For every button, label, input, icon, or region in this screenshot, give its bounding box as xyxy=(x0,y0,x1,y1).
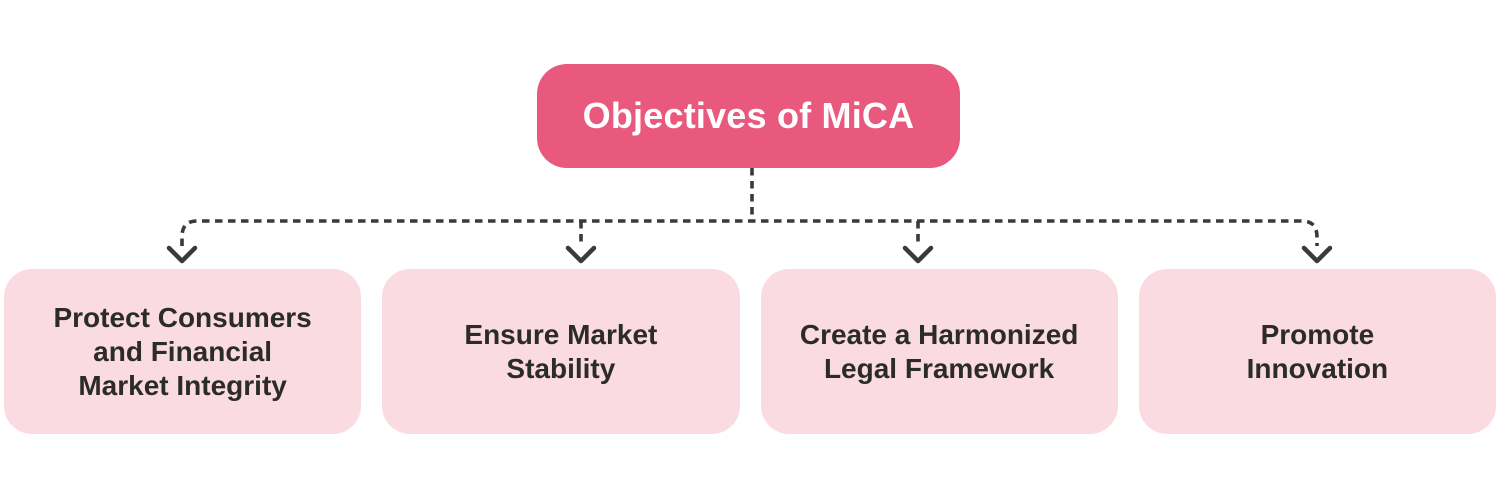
child-node-legal-framework: Create a Harmonized Legal Framework xyxy=(760,269,1118,434)
child-node-label: Create a Harmonized Legal Framework xyxy=(799,318,1079,384)
child-node-label: Promote Innovation xyxy=(1246,318,1389,384)
root-node-objectives: Objectives of MiCA xyxy=(537,64,960,168)
child-node-label: Ensure Market Stability xyxy=(464,318,658,384)
child-node-label: Protect Consumers and Financial Market I… xyxy=(53,301,312,401)
children-row: Protect Consumers and Financial Market I… xyxy=(4,269,1496,434)
arrow-down-icon xyxy=(166,245,198,264)
arrow-down-icon xyxy=(1301,245,1333,264)
arrow-down-icon xyxy=(902,245,934,264)
root-node-label: Objectives of MiCA xyxy=(582,95,915,136)
child-node-protect-consumers: Protect Consumers and Financial Market I… xyxy=(4,269,362,434)
trunk-connector xyxy=(180,219,1319,246)
child-node-promote-innovation: Promote Innovation xyxy=(1138,269,1496,434)
child-node-market-stability: Ensure Market Stability xyxy=(382,269,740,434)
arrow-down-icon xyxy=(565,245,597,264)
